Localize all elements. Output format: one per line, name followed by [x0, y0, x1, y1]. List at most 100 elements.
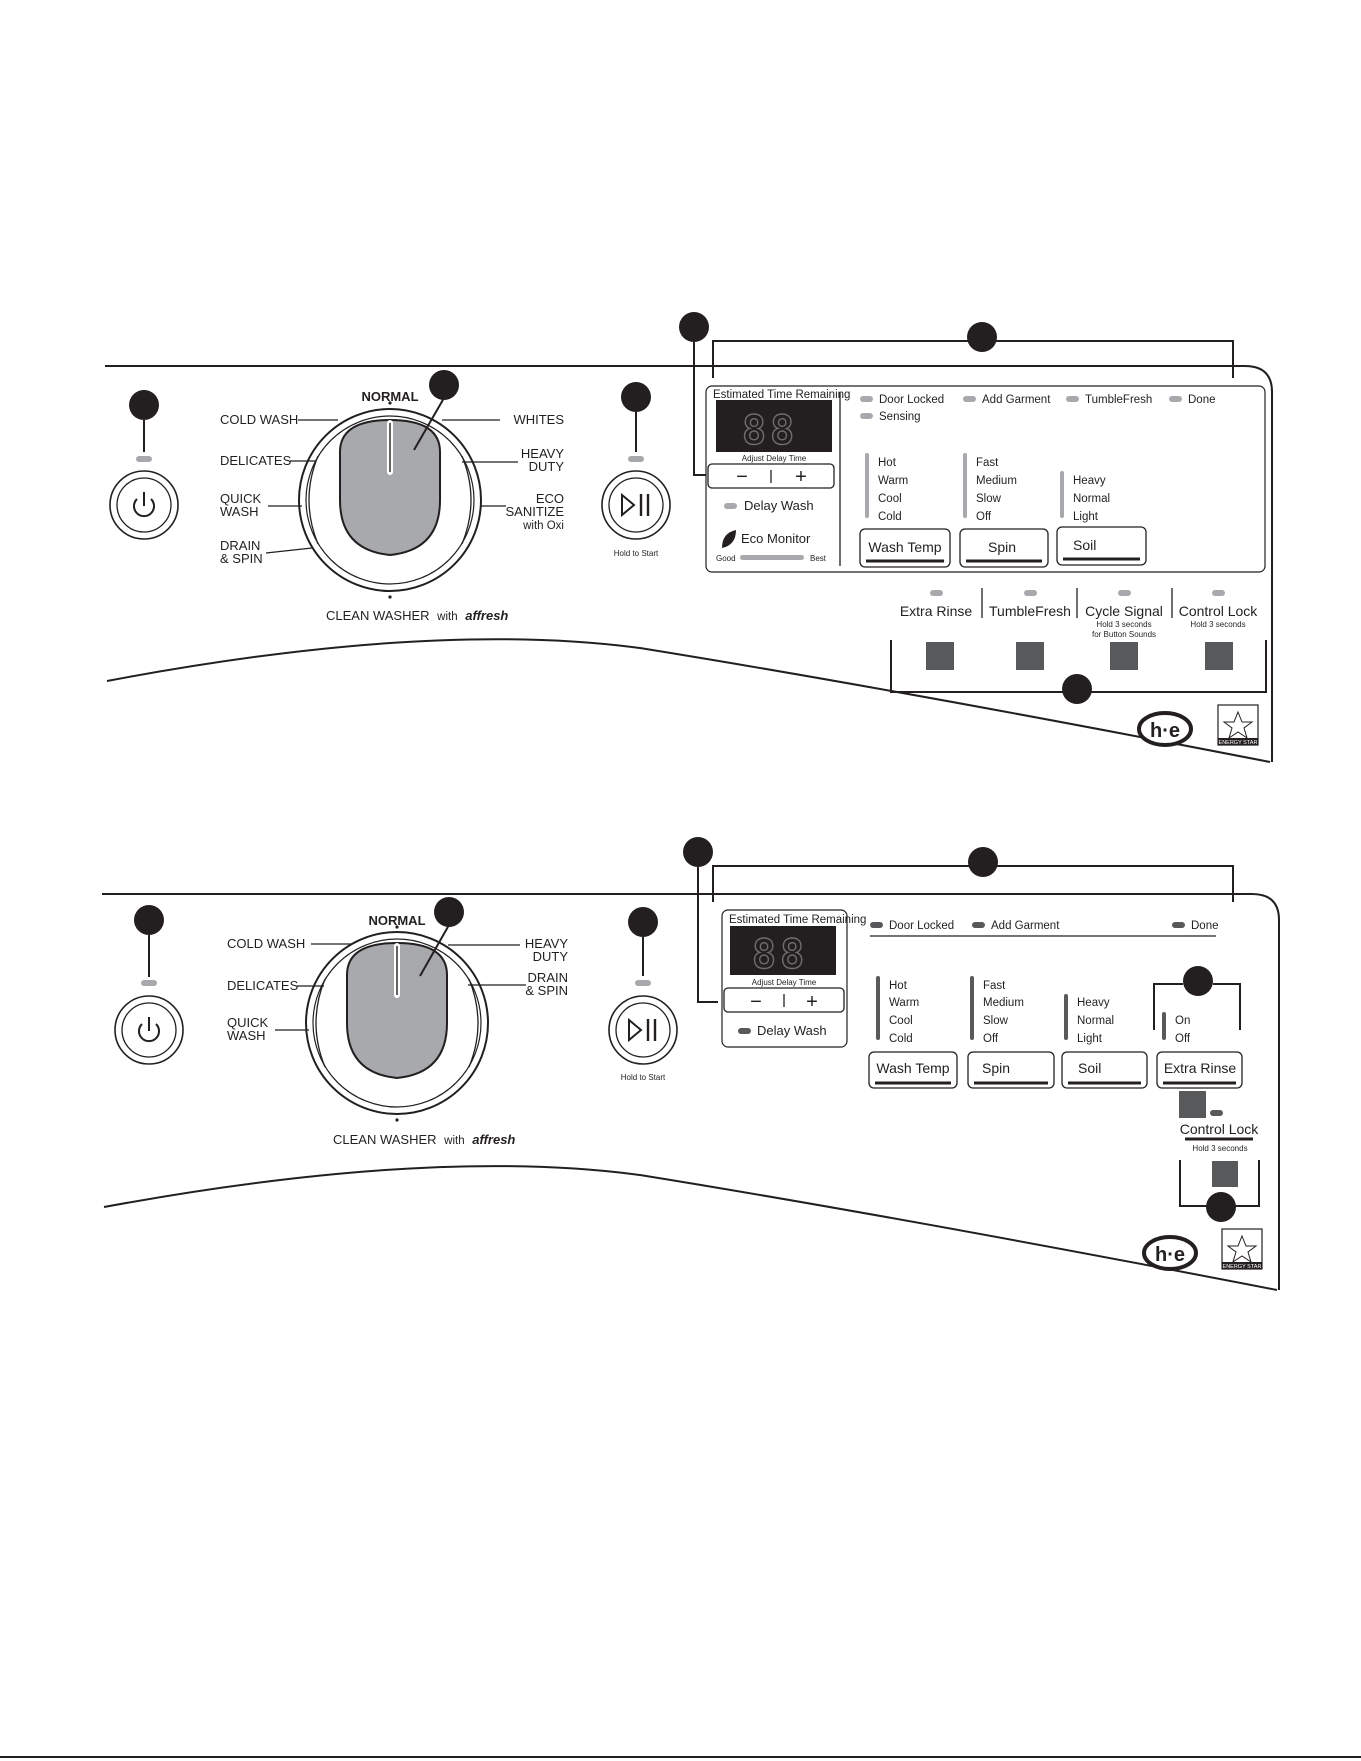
delay-minus-button[interactable]: −	[750, 991, 762, 1013]
callout-marker	[967, 322, 997, 352]
dial-label-cold-wash: COLD WASH	[220, 412, 298, 427]
start-pause-button[interactable]	[601, 470, 671, 540]
callout-marker	[1183, 966, 1213, 996]
spin-label: Spin	[982, 1060, 1010, 1076]
wash-temp-option: Warm	[889, 997, 919, 1009]
delay-plus-button[interactable]: +	[795, 466, 807, 488]
wash-temp-button[interactable]: Wash Temp	[859, 528, 951, 568]
display-title: Estimated Time Remaining	[729, 914, 866, 926]
start-indicator-light	[628, 456, 644, 462]
time-display	[716, 400, 832, 452]
delay-plus-button[interactable]: +	[806, 991, 818, 1013]
tumblefresh-button[interactable]	[1016, 642, 1044, 670]
display-console	[705, 385, 1266, 573]
dial-label-clean-washer: CLEAN WASHER with affresh	[326, 608, 508, 623]
soil-label: Soil	[1073, 537, 1096, 553]
status-lights: Door Locked Add Garment TumbleFresh Done…	[860, 394, 1216, 423]
soil-label: Soil	[1078, 1060, 1101, 1076]
callout-marker	[134, 905, 164, 935]
eco-good-label: Good	[716, 554, 736, 563]
eco-monitor-label: Eco Monitor	[741, 531, 811, 546]
spin-button[interactable]: Spin	[959, 528, 1049, 568]
dial-label-whites: WHITES	[513, 412, 564, 427]
spin-level-bar	[970, 976, 974, 1040]
spin-level-bar	[963, 453, 967, 518]
spin-option: Medium	[983, 997, 1024, 1009]
control-lock-note: Hold 3 seconds	[1190, 620, 1245, 629]
cycle-selector-knob[interactable]	[298, 408, 482, 592]
energy-star-text: ENERGY STAR	[1219, 740, 1258, 746]
cycle-selector-knob[interactable]	[305, 931, 489, 1115]
time-display	[730, 926, 836, 975]
callout-marker	[679, 312, 709, 342]
callout-marker	[628, 907, 658, 937]
spin-option: Fast	[976, 457, 999, 469]
spin-option: Fast	[983, 980, 1006, 992]
option-buttons: Extra Rinse TumbleFresh Cycle Signal Hol…	[900, 588, 1258, 670]
power-icon	[133, 492, 155, 518]
delay-minus-button[interactable]: −	[736, 466, 748, 488]
wash-temp-label: Wash Temp	[876, 1060, 949, 1076]
wash-temp-option: Cold	[878, 511, 902, 523]
dial-label-delicates: DELICATES	[220, 453, 292, 468]
energy-star-text: ENERGY STAR	[1223, 1264, 1262, 1270]
cycle-signal-button[interactable]	[1110, 642, 1138, 670]
dial-normal-label: NORMAL	[368, 913, 425, 928]
power-button[interactable]	[114, 995, 184, 1065]
he-logo: h·e	[1142, 1235, 1198, 1271]
extra-rinse-option: On	[1175, 1015, 1190, 1027]
spin-option: Off	[976, 511, 992, 523]
dial-label-drain-spin: DRAIN& SPIN	[525, 970, 568, 998]
spin-button[interactable]: Spin	[967, 1051, 1055, 1089]
delay-wash-indicator	[738, 1028, 751, 1034]
status-door-locked: Door Locked	[879, 394, 944, 406]
control-lock-button[interactable]	[1212, 1161, 1238, 1187]
power-button[interactable]	[109, 470, 179, 540]
cycle-signal-note: Hold 3 seconds	[1096, 620, 1151, 629]
soil-button[interactable]: Soil	[1056, 526, 1147, 566]
svg-text:h·e: h·e	[1150, 720, 1180, 742]
status-add-garment: Add Garment	[982, 394, 1051, 406]
spin-label: Spin	[988, 539, 1016, 555]
eco-best-label: Best	[810, 554, 827, 563]
tumblefresh-label: TumbleFresh	[989, 603, 1071, 619]
soil-level-bar	[1064, 994, 1068, 1040]
start-pause-button[interactable]	[608, 995, 678, 1065]
callout-marker	[1206, 1192, 1236, 1222]
play-pause-icon	[621, 492, 650, 518]
status-tumblefresh: TumbleFresh	[1085, 394, 1152, 406]
delay-wash-indicator	[724, 503, 737, 509]
display-title: Estimated Time Remaining	[713, 389, 850, 401]
extra-rinse-button[interactable]	[926, 642, 954, 670]
status-done: Done	[1191, 920, 1219, 932]
dial-label-cold-wash: COLD WASH	[227, 936, 305, 951]
start-caption: Hold to Start	[621, 1073, 666, 1082]
callout-marker	[129, 390, 159, 420]
dial-normal-label: NORMAL	[361, 389, 418, 404]
dial-label-delicates: DELICATES	[227, 978, 299, 993]
energy-star-logo: ENERGY STAR	[1221, 1228, 1263, 1270]
extra-rinse-option: Off	[1175, 1033, 1191, 1045]
extra-rinse-pad[interactable]	[1179, 1091, 1206, 1118]
spin-option: Slow	[983, 1015, 1009, 1027]
callout-marker	[968, 847, 998, 877]
time-display-digits: 88	[742, 408, 798, 454]
control-lock-button[interactable]	[1205, 642, 1233, 670]
soil-button[interactable]: Soil	[1061, 1051, 1148, 1089]
wash-temp-button[interactable]: Wash Temp	[868, 1051, 958, 1089]
delay-wash-label: Delay Wash	[757, 1023, 827, 1038]
extra-rinse-button[interactable]: Extra Rinse	[1156, 1051, 1243, 1089]
wash-temp-option: Cool	[889, 1015, 913, 1027]
he-logo: h·e	[1137, 711, 1193, 747]
status-door-locked: Door Locked	[889, 920, 954, 932]
panel-2-bottom-curve	[103, 1165, 1278, 1291]
callout-marker	[1062, 674, 1092, 704]
cycle-signal-indicator	[1118, 590, 1131, 596]
